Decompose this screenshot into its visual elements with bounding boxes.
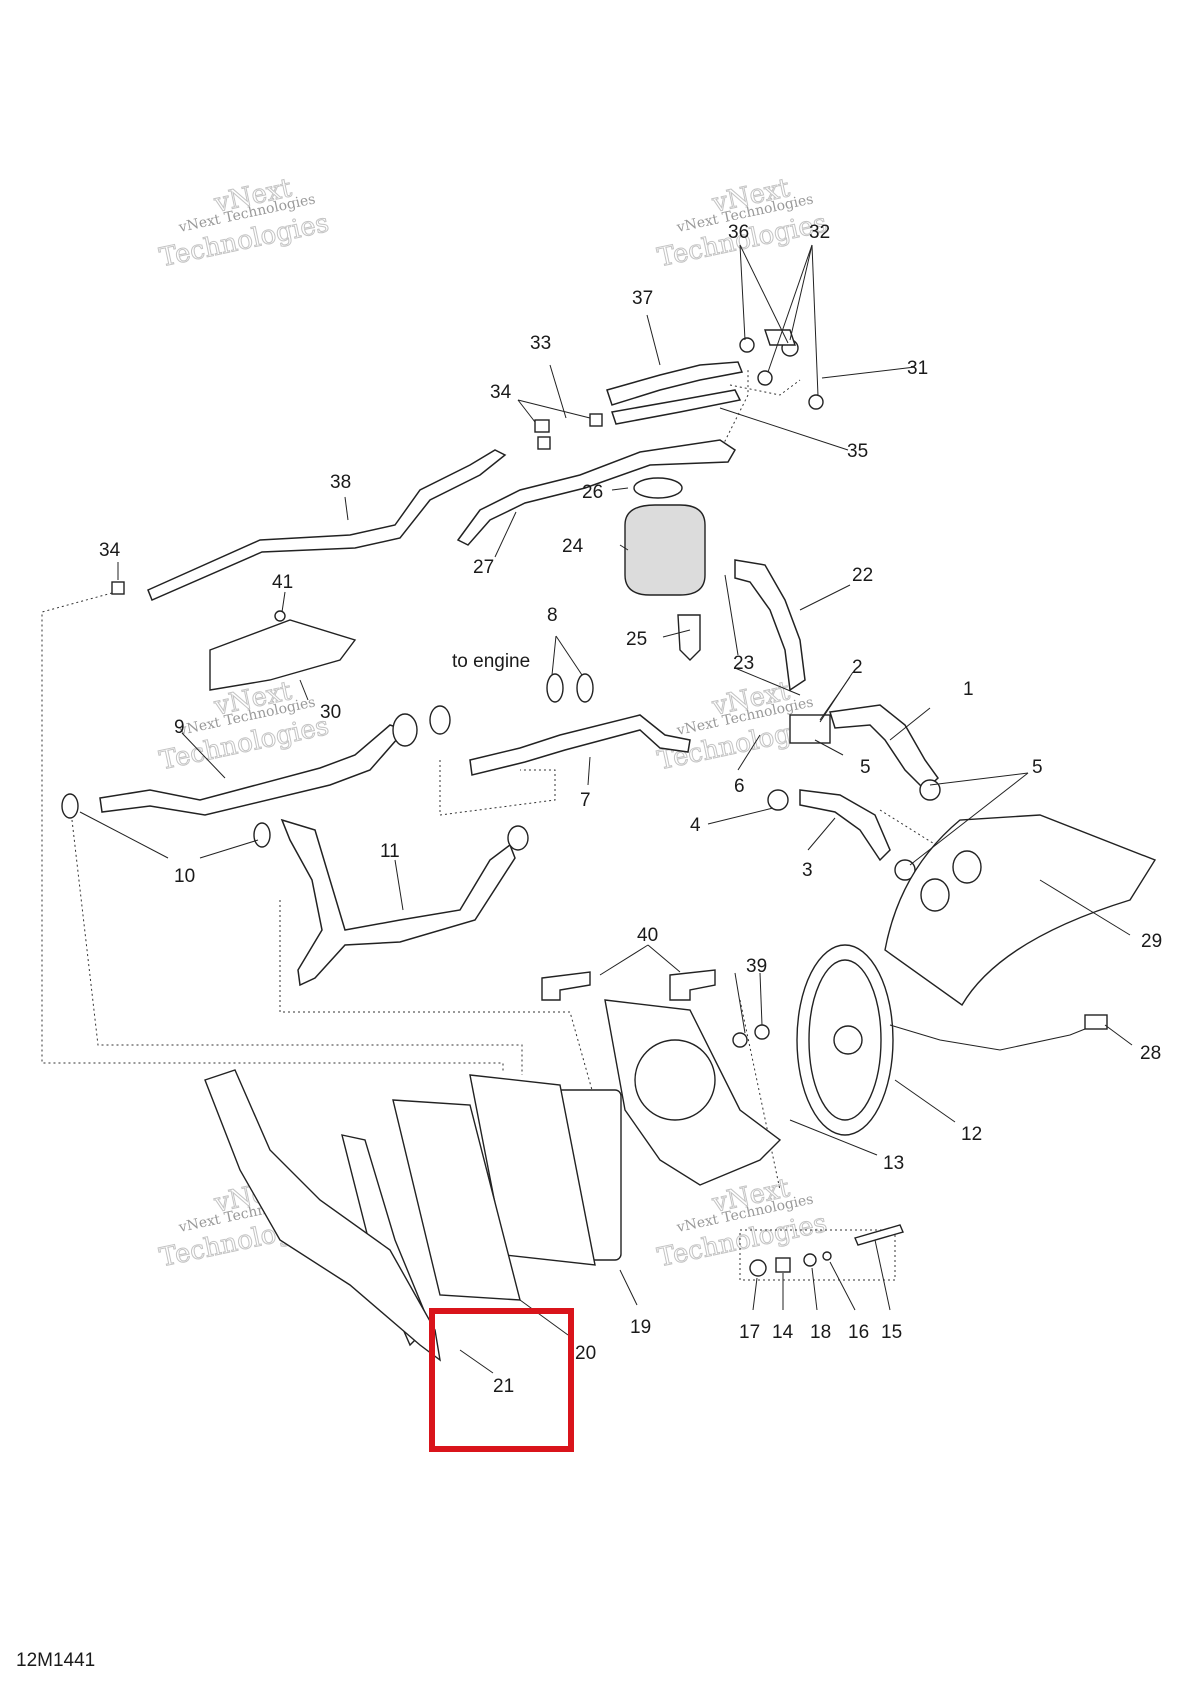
connector-28: [1084, 1014, 1108, 1030]
panel-21c: [204, 1069, 441, 1362]
callout-5b: 5: [860, 757, 871, 778]
tube-38: [147, 449, 507, 601]
callout-19: 19: [630, 1317, 651, 1338]
callout-39: 39: [746, 956, 767, 977]
callout-9: 9: [174, 717, 185, 738]
callout-8: 8: [547, 605, 558, 626]
bracket-25: [677, 614, 701, 661]
clamp-36: [739, 337, 755, 353]
sleeve-10: [61, 793, 79, 819]
clamp-5b: [919, 779, 941, 801]
callout-36: 36: [728, 222, 749, 243]
drawing-id: 12M1441: [16, 1650, 95, 1671]
callout-26: 26: [582, 482, 603, 503]
callout-29: 29: [1141, 931, 1162, 952]
clamp-32b: [757, 370, 773, 386]
nut-34c: [111, 581, 125, 595]
callout-3: 3: [802, 860, 813, 881]
clamp-to-engine: [429, 705, 451, 735]
nut-39b: [754, 1024, 770, 1040]
hose-37: [606, 361, 744, 406]
clamp-8b: [576, 673, 594, 703]
hose-22: [734, 559, 806, 692]
grommet-29b: [952, 850, 982, 884]
junction-2: [789, 714, 831, 744]
callout-35: 35: [847, 441, 868, 462]
sleeve-9: [392, 713, 418, 747]
tube-27: [456, 439, 737, 546]
callout-27: 27: [473, 557, 494, 578]
clamp-8: [546, 673, 564, 703]
hose-1: [829, 704, 939, 792]
callout-38: 38: [330, 472, 351, 493]
sleeve-10b: [253, 822, 271, 848]
cap-26: [633, 477, 683, 499]
callout-21: 21: [493, 1376, 514, 1397]
callout-37: 37: [632, 288, 653, 309]
clamp-11: [507, 825, 529, 851]
callout-18: 18: [810, 1322, 831, 1343]
callout-12: 12: [961, 1124, 982, 1145]
callout-23: 23: [733, 653, 754, 674]
bracket-30: [209, 619, 357, 691]
hose-35: [611, 389, 742, 425]
callout-10: 10: [174, 866, 195, 887]
screw-41: [274, 610, 286, 622]
callout-15: 15: [881, 1322, 902, 1343]
callout-34: 34: [490, 382, 512, 403]
shroud-29: [884, 814, 1157, 1007]
washer-16: [822, 1251, 832, 1261]
dotted-guides: [41, 370, 961, 1281]
nut-34: [589, 413, 603, 427]
nut-17: [749, 1259, 767, 1277]
nut-39a: [732, 1032, 748, 1048]
bracket-40a: [541, 971, 591, 1001]
leader-lines: [79, 244, 1133, 1374]
callout-25: 25: [626, 629, 647, 650]
callout-32: 32: [809, 222, 830, 243]
callout-7: 7: [580, 790, 591, 811]
callout-41: 41: [272, 572, 293, 593]
callout-31: 31: [907, 358, 928, 379]
callout-13: 13: [883, 1153, 904, 1174]
callout-11: 11: [380, 841, 400, 862]
cap-31: [808, 394, 824, 410]
spacer-14: [775, 1257, 791, 1273]
clamp-4: [767, 789, 789, 811]
fitting-33: [534, 419, 550, 433]
callout-20: 20: [575, 1343, 596, 1364]
fan-wire: [889, 1024, 1096, 1051]
bolt-15: [854, 1224, 904, 1246]
callout-24: 24: [562, 536, 584, 557]
callout-labels: 1 2 3 4 5 5 6 7 8 9 10 11 12 13 14 15 16…: [99, 222, 1162, 1397]
callout-17: 17: [739, 1322, 760, 1343]
callout-28: 28: [1140, 1043, 1161, 1064]
callout-2: 2: [852, 657, 863, 678]
callout-1: 1: [963, 679, 974, 700]
callout-5: 5: [1032, 757, 1043, 778]
to-engine-label: to engine: [452, 651, 530, 672]
hose-11: [280, 818, 516, 987]
callout-33: 33: [530, 333, 551, 354]
grommet-29a: [920, 878, 950, 912]
callout-40: 40: [637, 925, 658, 946]
nut-34b: [537, 436, 551, 450]
pipe-7: [469, 714, 691, 776]
reservoir-24: [624, 504, 706, 596]
callout-14: 14: [772, 1322, 794, 1343]
callout-4: 4: [690, 815, 701, 836]
callout-30: 30: [320, 702, 341, 723]
callout-6: 6: [734, 776, 745, 797]
callout-16: 16: [848, 1322, 869, 1343]
bracket-40b: [669, 969, 716, 1001]
hose-3: [799, 789, 891, 862]
washer-18: [803, 1253, 817, 1267]
callout-34b: 34: [99, 540, 121, 561]
highlight-box[interactable]: [429, 1308, 574, 1452]
parts-art: [61, 329, 1157, 1362]
callout-22: 22: [852, 565, 873, 586]
